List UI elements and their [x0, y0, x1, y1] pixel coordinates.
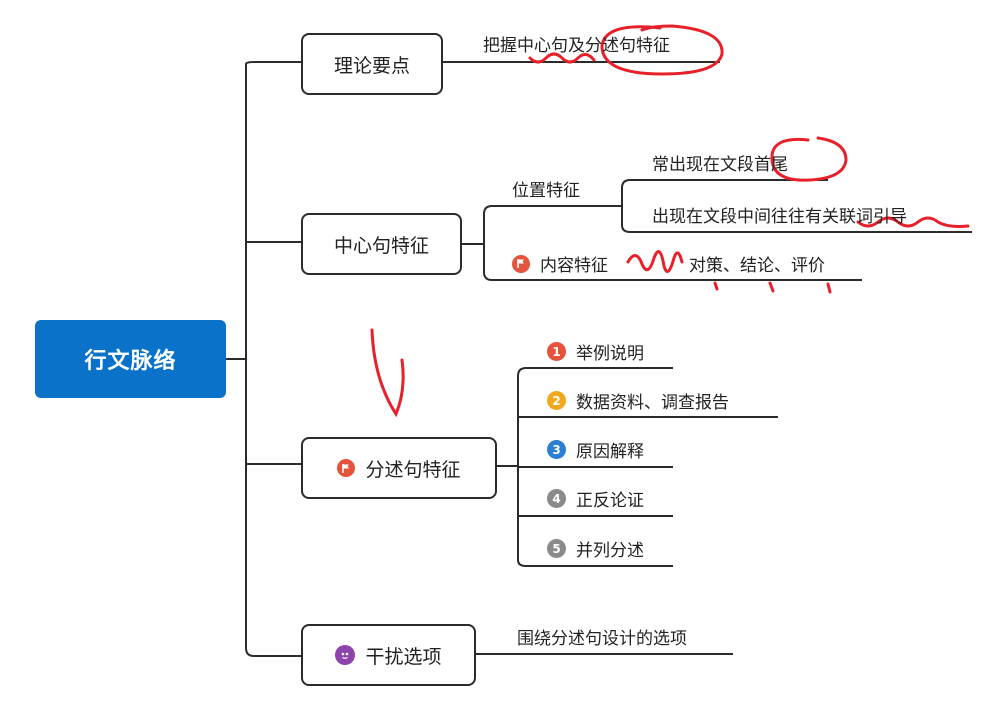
leaf-distract-text: 围绕分述句设计的选项	[517, 629, 687, 649]
sub-item-5: 5 并列分述	[547, 536, 644, 561]
leaf-position-2-text: 出现在文段中间往往有关联词引导	[652, 207, 907, 227]
node-sub[interactable]: 分述句特征	[301, 437, 497, 499]
leaf-position-2: 出现在文段中间往往有关联词引导	[652, 202, 907, 227]
leaf-content: 内容特征	[512, 251, 608, 276]
leaf-distract: 围绕分述句设计的选项	[517, 624, 687, 649]
number-4-icon: 4	[547, 489, 566, 508]
sub-item-2-text: 数据资料、调查报告	[576, 393, 729, 413]
leaf-content-items-text: 对策、结论、评价	[689, 256, 825, 276]
leaf-position-1-text: 常出现在文段首尾	[652, 155, 788, 175]
sub-item-3: 3 原因解释	[547, 437, 644, 462]
number-2-icon: 2	[547, 391, 566, 410]
leaf-position: 位置特征	[512, 176, 580, 201]
node-theory[interactable]: 理论要点	[301, 33, 443, 95]
sub-item-1-text: 举例说明	[576, 344, 644, 364]
root-label: 行文脉络	[84, 349, 177, 374]
red-annotations	[370, 24, 970, 418]
sub-item-4-text: 正反论证	[576, 491, 644, 511]
flag-icon	[337, 459, 356, 477]
node-central-label: 中心句特征	[333, 234, 429, 257]
leaf-content-items: 对策、结论、评价	[689, 251, 825, 276]
sub-item-5-text: 并列分述	[576, 541, 644, 561]
number-1-icon: 1	[547, 342, 566, 361]
node-distract-label: 干扰选项	[365, 645, 442, 668]
sub-item-3-text: 原因解释	[576, 442, 644, 462]
leaf-theory: 把握中心句及分述句特征	[483, 31, 670, 56]
node-central[interactable]: 中心句特征	[301, 213, 462, 275]
number-3-icon: 3	[547, 440, 566, 459]
number-5-icon: 5	[547, 539, 566, 558]
leaf-content-text: 内容特征	[540, 256, 608, 276]
root-node[interactable]: 行文脉络	[35, 320, 226, 398]
leaf-position-text: 位置特征	[512, 181, 580, 201]
sub-item-2: 2 数据资料、调查报告	[547, 388, 729, 413]
node-theory-label: 理论要点	[333, 54, 410, 77]
leaf-position-1: 常出现在文段首尾	[652, 150, 788, 175]
flag-icon	[512, 254, 530, 273]
sub-item-1: 1 举例说明	[547, 339, 644, 364]
node-sub-label: 分述句特征	[365, 458, 461, 481]
purple-face-icon	[335, 645, 356, 665]
node-distract[interactable]: 干扰选项	[301, 624, 476, 686]
leaf-theory-text: 把握中心句及分述句特征	[483, 36, 670, 56]
sub-item-4: 4 正反论证	[547, 486, 644, 511]
